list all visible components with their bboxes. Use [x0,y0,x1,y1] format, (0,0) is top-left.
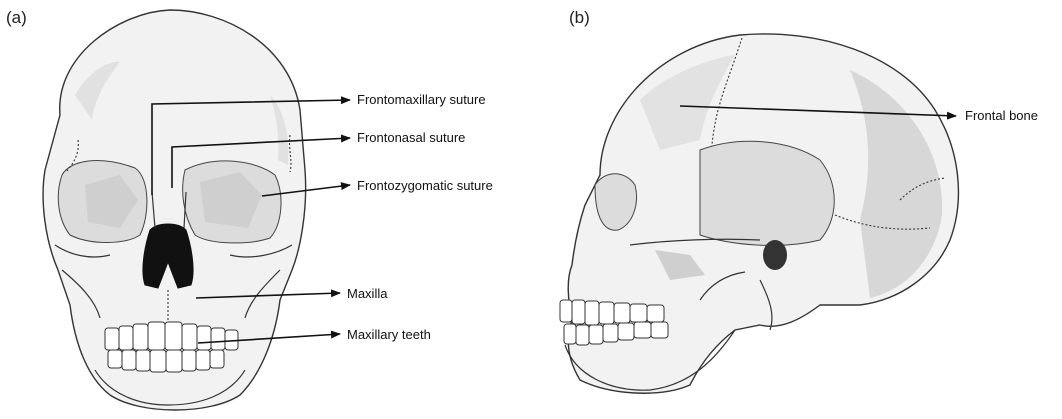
callout-maxilla: Maxilla [347,286,388,301]
lower-teeth [108,350,224,372]
callout-frontonasal-suture: Frontonasal suture [357,130,465,145]
callout-maxillary-teeth: Maxillary teeth [347,327,431,342]
frontal-skull-illustration [43,10,306,410]
lateral-skull-illustration [560,34,958,393]
callout-frontal-bone: Frontal bone [965,108,1038,123]
callout-frontomaxillary-suture: Frontomaxillary suture [357,92,486,107]
callout-frontozygomatic-suture: Frontozygomatic suture [357,178,493,193]
